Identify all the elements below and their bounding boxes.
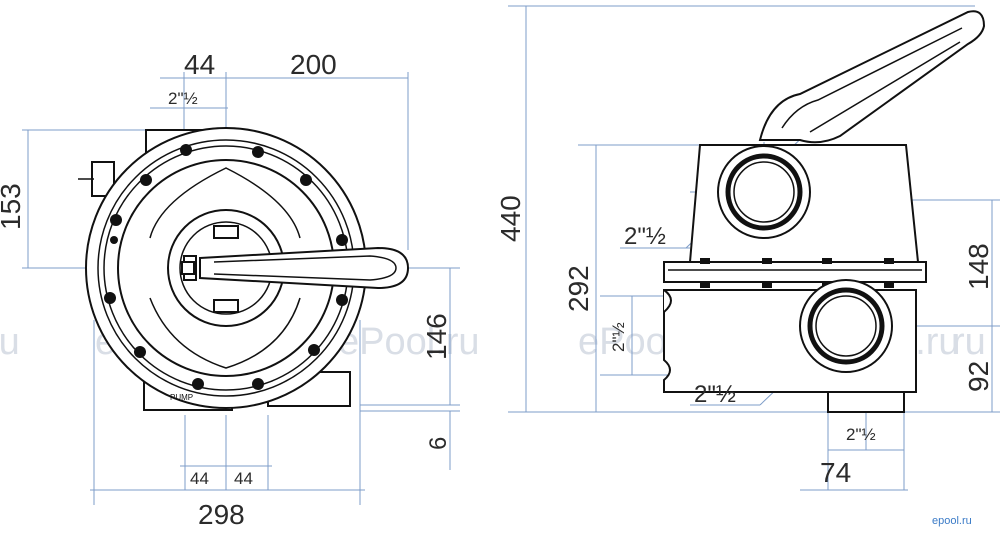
watermark-text: ru (0, 321, 20, 363)
pump-label: PUMP (170, 393, 193, 402)
side-handle (758, 10, 986, 144)
front-valve-body: PUMP (78, 127, 410, 411)
dim-44-bottom-left: 44 (190, 469, 209, 488)
front-handle (199, 246, 410, 290)
watermark-text: ePool.ru (338, 321, 480, 363)
dim-298: 298 (198, 499, 245, 530)
dim-148: 148 (963, 243, 994, 290)
dim-292: 292 (563, 265, 594, 312)
dim-44-top: 44 (184, 49, 215, 80)
dim-153: 153 (0, 183, 26, 230)
dim-port-upper: 2"½ (624, 223, 666, 250)
brand-logo-text: epool.ru (932, 515, 972, 527)
watermark-text: ru (952, 321, 986, 363)
dim-92: 92 (963, 361, 994, 392)
dim-44-bottom-right: 44 (234, 469, 253, 488)
dim-74: 74 (820, 457, 851, 488)
front-bolts (104, 144, 348, 390)
dim-port-bottom: 2"½ (846, 425, 876, 444)
front-view: PUMP 44 200 2"½ 153 146 6 44 44 298 (0, 49, 460, 530)
dim-port-lower: 2"½ (694, 381, 736, 408)
dim-6: 6 (425, 437, 452, 450)
side-valve-body (663, 10, 986, 413)
dim-146: 146 (421, 313, 452, 360)
dim-200: 200 (290, 49, 337, 80)
dim-440: 440 (495, 195, 526, 242)
dim-port-top: 2"½ (168, 89, 198, 108)
dim-port-left: 2"½ (609, 322, 628, 352)
side-view: 440 292 2"½ 2"½ 2"½ 2"½ 74 148 92 (495, 5, 1000, 491)
